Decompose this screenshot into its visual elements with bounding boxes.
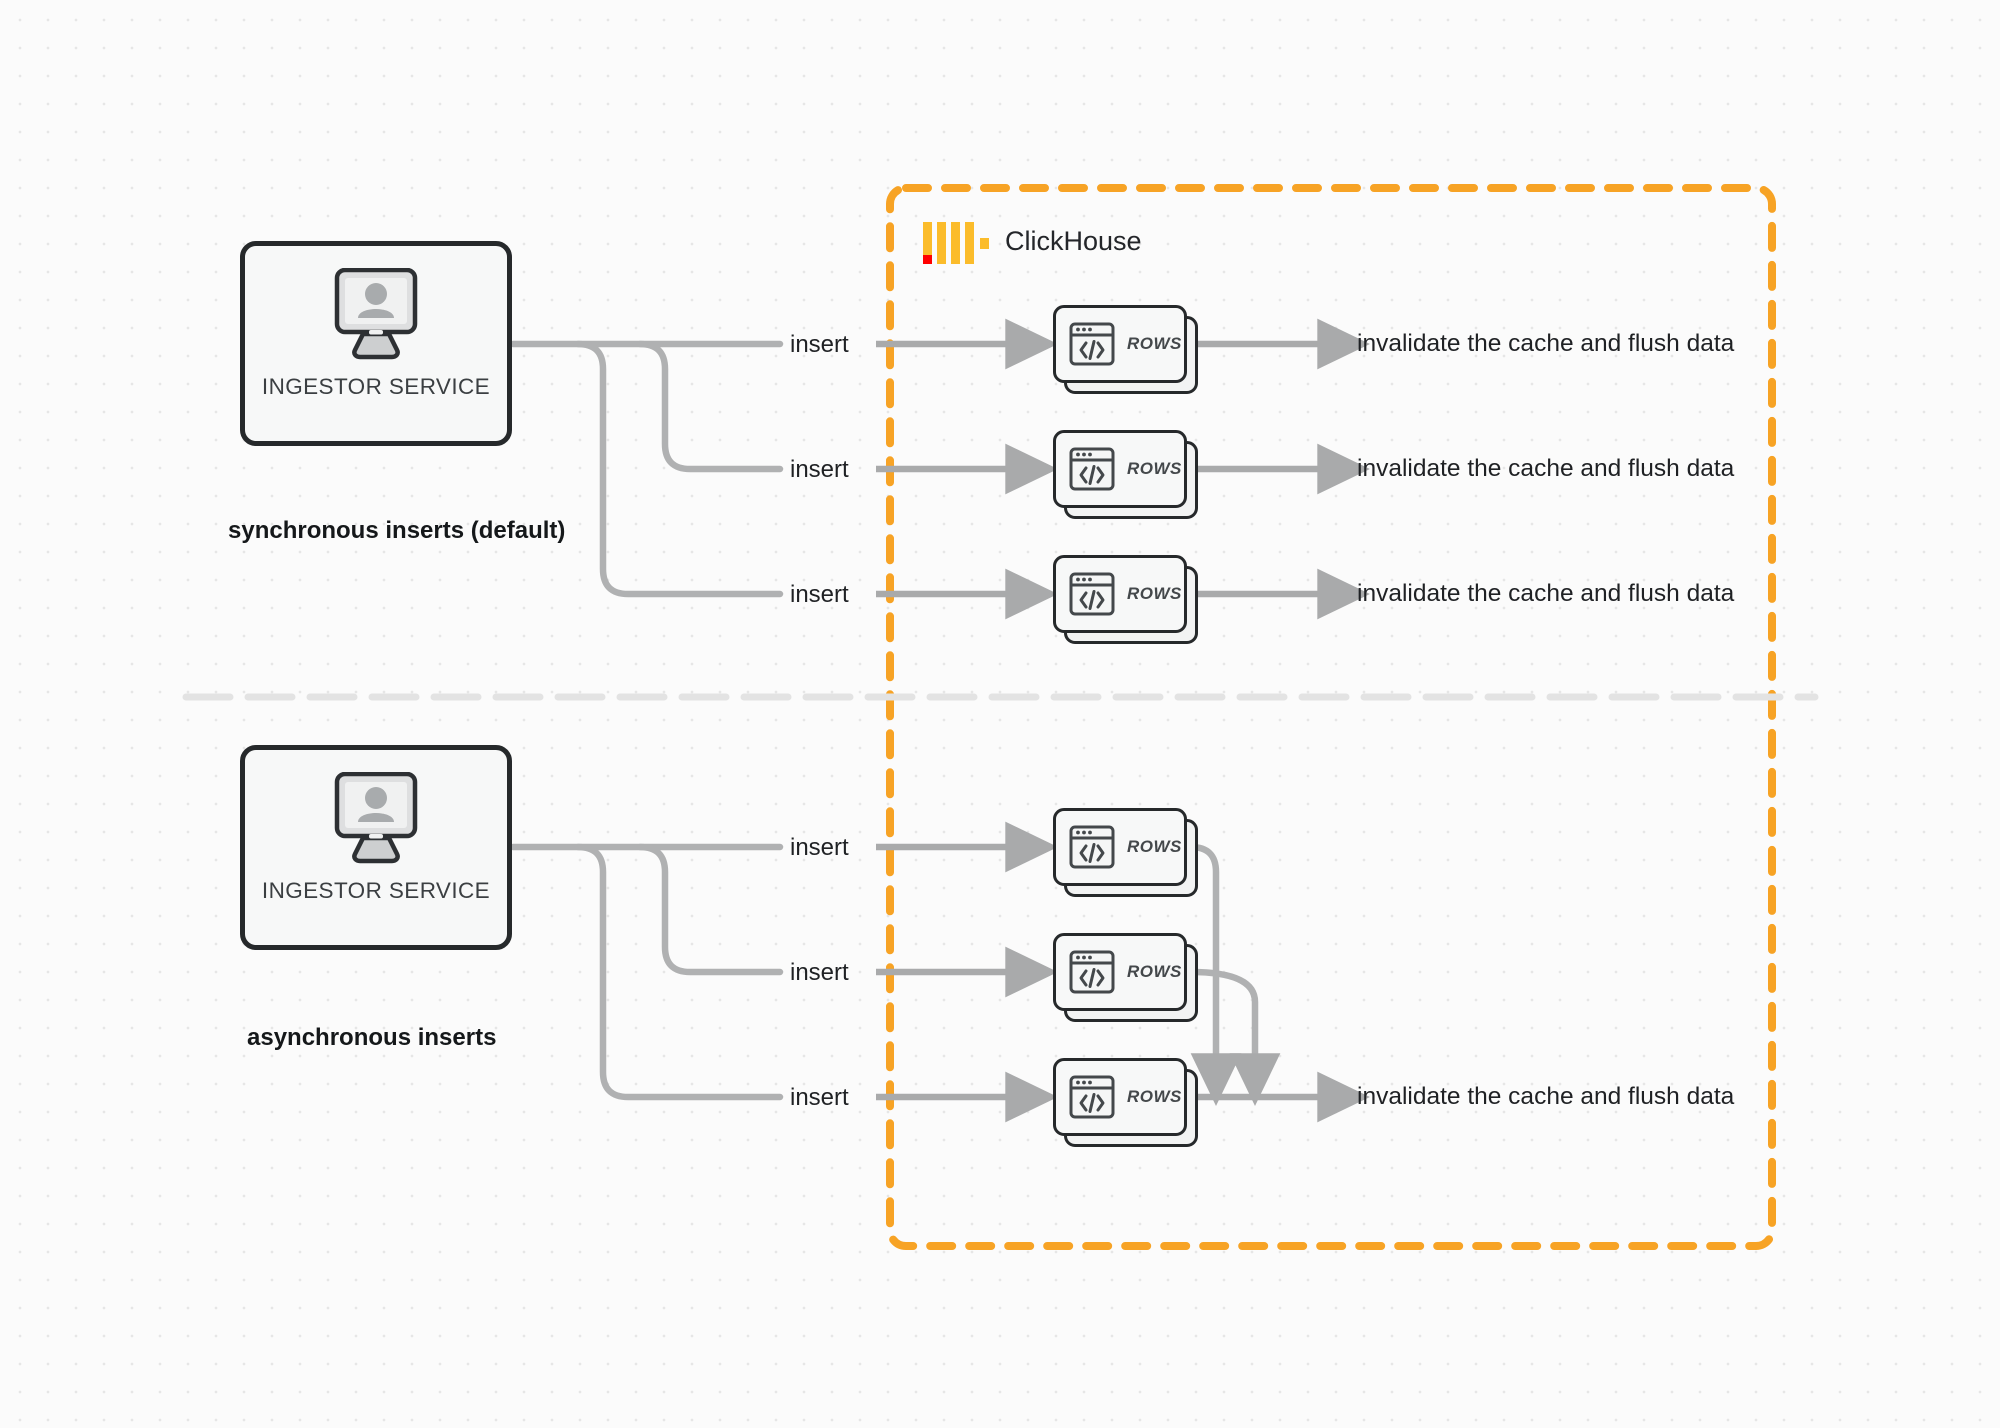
rows-card-sync-3[interactable]: ROWS (1053, 555, 1198, 644)
edge-label-insert-sync-2: insert (790, 456, 849, 483)
rows-card-label: ROWS (1127, 837, 1182, 856)
async-fanout (509, 843, 784, 1101)
ingestor-service-label: INGESTOR SERVICE (261, 374, 491, 399)
clickhouse-logo-icon (923, 222, 989, 264)
rows-card-front: ROWS (1053, 430, 1187, 508)
code-window-icon (1069, 447, 1115, 491)
edge-label-insert-async-1: insert (790, 834, 849, 861)
code-window-icon (1069, 950, 1115, 994)
rows-card-async-1[interactable]: ROWS (1053, 808, 1198, 897)
rows-card-label: ROWS (1127, 584, 1182, 603)
rows-card-front: ROWS (1053, 933, 1187, 1011)
sync-output-arrows (1198, 318, 1370, 620)
rows-card-label: ROWS (1127, 334, 1182, 353)
edge-label-insert-async-2: insert (790, 959, 849, 986)
output-label-sync-3: invalidate the cache and flush data (1357, 580, 1735, 607)
rows-card-front: ROWS (1053, 305, 1187, 383)
sync-insert-arrows (876, 318, 1058, 620)
rows-card-label: ROWS (1127, 1087, 1182, 1106)
async-insert-arrows (876, 821, 1058, 1123)
rows-card-async-2[interactable]: ROWS (1053, 933, 1198, 1022)
rows-card-sync-2[interactable]: ROWS (1053, 430, 1198, 519)
code-window-icon (1069, 1075, 1115, 1119)
output-label-async-merged: invalidate the cache and flush data (1357, 1083, 1735, 1110)
clickhouse-title: ClickHouse (1005, 226, 1142, 256)
ingestor-service-box-sync[interactable]: INGESTOR SERVICE (240, 241, 512, 446)
clickhouse-container-border (886, 184, 1776, 1250)
monitor-user-icon (334, 772, 418, 864)
edge-label-insert-sync-1: insert (790, 331, 849, 358)
code-window-icon (1069, 572, 1115, 616)
output-label-sync-2: invalidate the cache and flush data (1357, 455, 1735, 482)
group-label-async: asynchronous inserts (247, 1024, 497, 1051)
group-label-sync: synchronous inserts (default) (228, 517, 566, 544)
rows-card-async-3[interactable]: ROWS (1053, 1058, 1198, 1147)
ingestor-service-box-async[interactable]: INGESTOR SERVICE (240, 745, 512, 950)
rows-card-label: ROWS (1127, 459, 1182, 478)
rows-card-sync-1[interactable]: ROWS (1053, 305, 1198, 394)
output-label-sync-1: invalidate the cache and flush data (1357, 330, 1735, 357)
ingestor-service-label: INGESTOR SERVICE (261, 878, 491, 903)
rows-card-label: ROWS (1127, 962, 1182, 981)
async-merge-paths (1187, 843, 1281, 1106)
rows-card-front: ROWS (1053, 1058, 1187, 1136)
code-window-icon (1069, 322, 1115, 366)
monitor-user-icon (334, 268, 418, 360)
sync-fanout (509, 340, 784, 598)
rows-card-front: ROWS (1053, 555, 1187, 633)
edge-label-insert-async-3: insert (790, 1084, 849, 1111)
code-window-icon (1069, 825, 1115, 869)
rows-card-front: ROWS (1053, 808, 1187, 886)
edge-label-insert-sync-3: insert (790, 581, 849, 608)
